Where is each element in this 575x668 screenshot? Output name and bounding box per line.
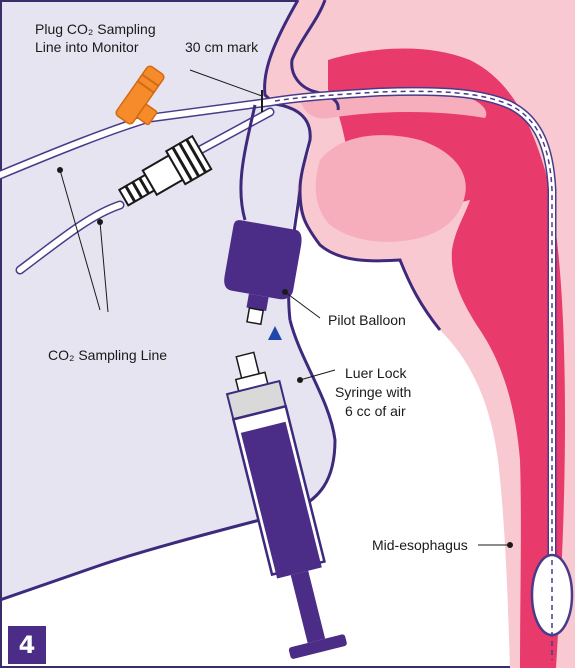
- pilot-balloon-label: Pilot Balloon: [328, 312, 406, 328]
- step-number-badge: 4: [8, 626, 46, 664]
- syringe-label-line3: 6 cc of air: [345, 403, 406, 419]
- sampling-line-dot-1: [57, 167, 63, 173]
- syringe-dot: [297, 377, 303, 383]
- syringe-label-line1: Luer Lock: [345, 365, 407, 381]
- pilot-balloon-dot: [282, 289, 288, 295]
- syringe-label-line2: Syringe with: [335, 384, 411, 400]
- plug-label-line1: Plug CO₂ Sampling: [35, 21, 156, 37]
- cm-mark-label: 30 cm mark: [185, 39, 259, 55]
- mid-esophagus-label: Mid-esophagus: [372, 537, 468, 553]
- plug-label-line2: Line into Monitor: [35, 39, 139, 55]
- sampling-line-label: CO₂ Sampling Line: [48, 347, 167, 363]
- sampling-line-dot-2: [97, 219, 103, 225]
- tongue: [316, 135, 466, 242]
- mid-esophagus-dot: [507, 542, 513, 548]
